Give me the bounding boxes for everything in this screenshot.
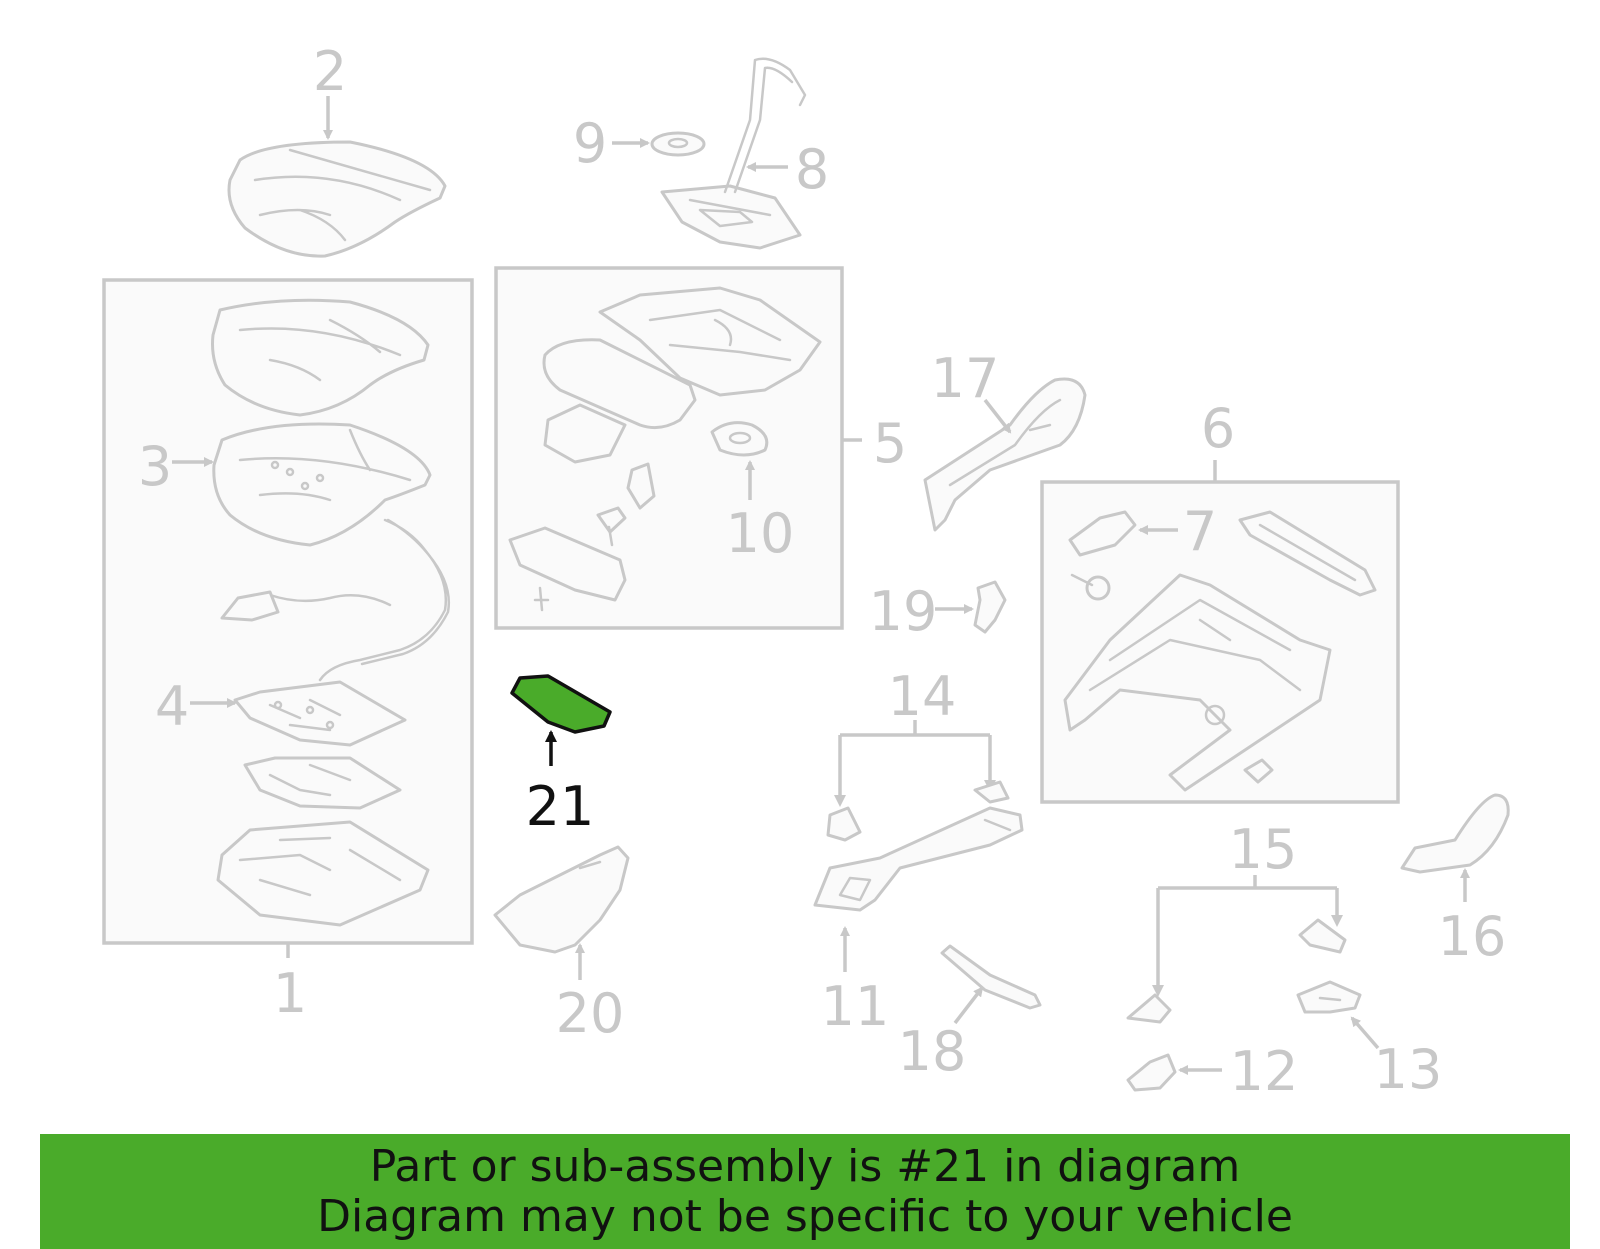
part-bolt-6 — [1070, 573, 1111, 601]
callout-7[interactable]: 7 — [1183, 500, 1217, 563]
leader-17 — [983, 398, 1012, 434]
part-16-trim[interactable] — [1400, 793, 1510, 874]
callout-20[interactable]: 20 — [556, 982, 625, 1045]
callout-13[interactable]: 13 — [1374, 1038, 1443, 1101]
banner-line-1: Part or sub-assembly is #21 in diagram — [369, 1140, 1241, 1192]
callout-12[interactable]: 12 — [1230, 1040, 1299, 1103]
part-21-highlighted[interactable] — [510, 674, 612, 734]
part-7-motor[interactable] — [1068, 510, 1137, 557]
part-cushion-block — [542, 338, 697, 430]
part-18-strip[interactable] — [940, 944, 1042, 1010]
part-module — [543, 403, 627, 464]
callout-1[interactable]: 1 — [273, 962, 307, 1025]
part-harness-connector — [220, 590, 280, 622]
part-9-washer[interactable] — [650, 131, 706, 157]
part-12-cap[interactable] — [1126, 1053, 1177, 1092]
part-cushion-assembly — [211, 298, 430, 417]
part-trim-panel — [508, 526, 627, 612]
callout-10[interactable]: 10 — [726, 502, 795, 565]
callout-17[interactable]: 17 — [931, 347, 1000, 410]
callout-11[interactable]: 11 — [821, 975, 890, 1038]
part-11-track-cover[interactable] — [813, 806, 1024, 912]
callout-9[interactable]: 9 — [573, 112, 607, 175]
part-10-grommet[interactable] — [710, 421, 769, 457]
callout-4[interactable]: 4 — [155, 675, 189, 738]
part-heater-lower — [243, 756, 402, 810]
leader-14 — [838, 720, 992, 795]
part-14-cap-right — [973, 780, 1010, 804]
callout-5[interactable]: 5 — [873, 412, 907, 475]
part-2-cushion-cover[interactable] — [227, 140, 447, 258]
info-banner: Part or sub-assembly is #21 in diagram D… — [40, 1134, 1570, 1249]
callout-21[interactable]: 21 — [526, 775, 595, 838]
part-14-cap-left — [826, 806, 862, 842]
part-4-heater-element[interactable] — [233, 680, 407, 747]
part-heater-harness — [226, 518, 450, 682]
callout-3[interactable]: 3 — [138, 435, 172, 498]
leader-13 — [1350, 1016, 1380, 1050]
callout-14[interactable]: 14 — [888, 665, 957, 728]
part-3-cushion-pad[interactable] — [212, 422, 432, 547]
callout-2[interactable]: 2 — [313, 40, 347, 103]
leader-18 — [953, 986, 984, 1025]
part-seat-frame-pan — [598, 286, 822, 397]
part-cushion-pan — [216, 820, 430, 927]
part-8-sensor-mat[interactable] — [660, 57, 807, 250]
callout-18[interactable]: 18 — [898, 1020, 967, 1083]
callout-16[interactable]: 16 — [1438, 905, 1507, 968]
part-13-cover[interactable] — [1296, 980, 1362, 1014]
part-17-side-shield[interactable] — [923, 377, 1087, 532]
callout-19[interactable]: 19 — [869, 580, 938, 643]
part-15-cap-left — [1126, 993, 1172, 1024]
part-19-clip[interactable] — [973, 580, 1007, 634]
part-15-cap-right — [1298, 918, 1347, 954]
part-small-bracket-6 — [1243, 758, 1274, 784]
part-bolt — [596, 506, 627, 547]
leader-15 — [1156, 875, 1339, 985]
part-adjuster-rail — [1238, 510, 1377, 597]
part-clip — [626, 462, 656, 510]
callout-8[interactable]: 8 — [795, 138, 829, 201]
banner-line-2: Diagram may not be specific to your vehi… — [317, 1190, 1293, 1242]
callout-15[interactable]: 15 — [1229, 818, 1298, 881]
part-seat-track-frame — [1063, 573, 1332, 792]
callout-6[interactable]: 6 — [1201, 397, 1235, 460]
part-20-cover[interactable] — [493, 845, 630, 954]
